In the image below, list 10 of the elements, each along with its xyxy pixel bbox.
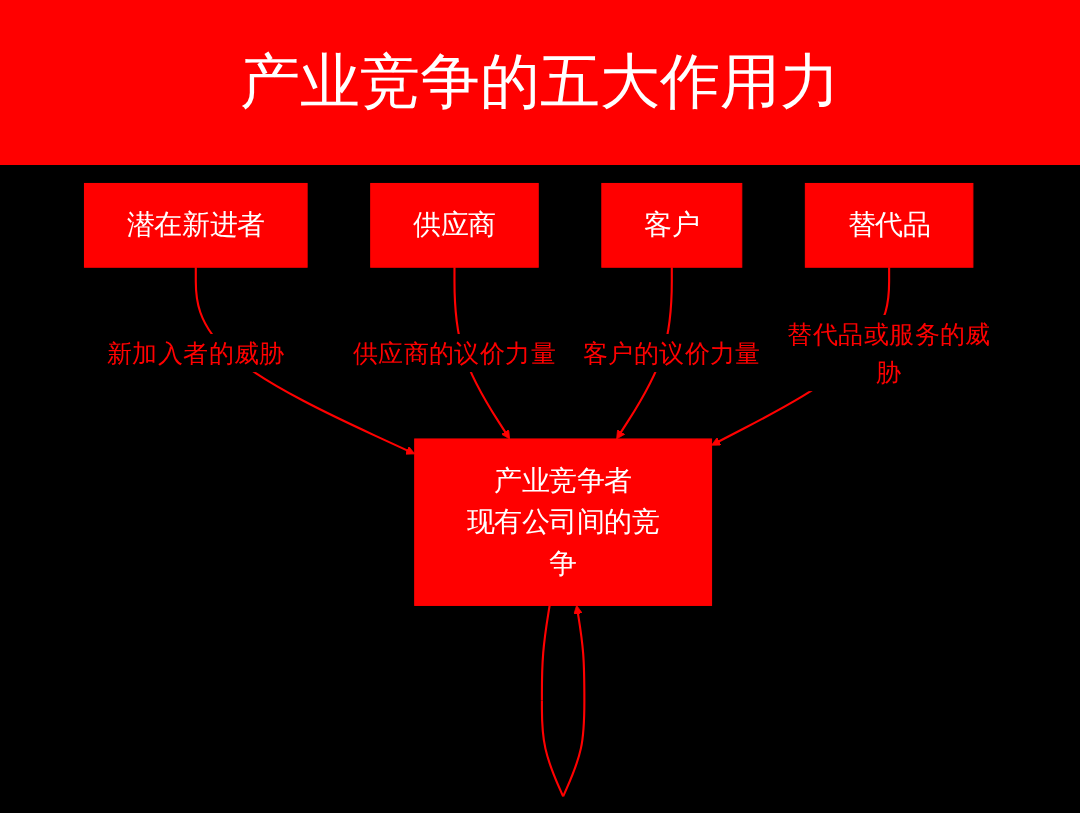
edge-label: 替代品或服务的威胁	[787, 319, 992, 388]
node-box: 产业竞争者 现有公司间的竞争	[414, 438, 713, 606]
edge-label: 供应商的议价力量	[352, 338, 557, 368]
node-box: 潜在新进者	[84, 182, 308, 268]
title: 产业竞争的五大作用力	[240, 45, 840, 118]
node-box: 客户	[601, 182, 743, 268]
edge-label: 新加入者的威胁	[106, 338, 286, 368]
node-box: 供应商	[370, 182, 539, 268]
node-box: 替代品	[805, 182, 974, 268]
edge-label: 客户的议价力量	[582, 338, 762, 368]
